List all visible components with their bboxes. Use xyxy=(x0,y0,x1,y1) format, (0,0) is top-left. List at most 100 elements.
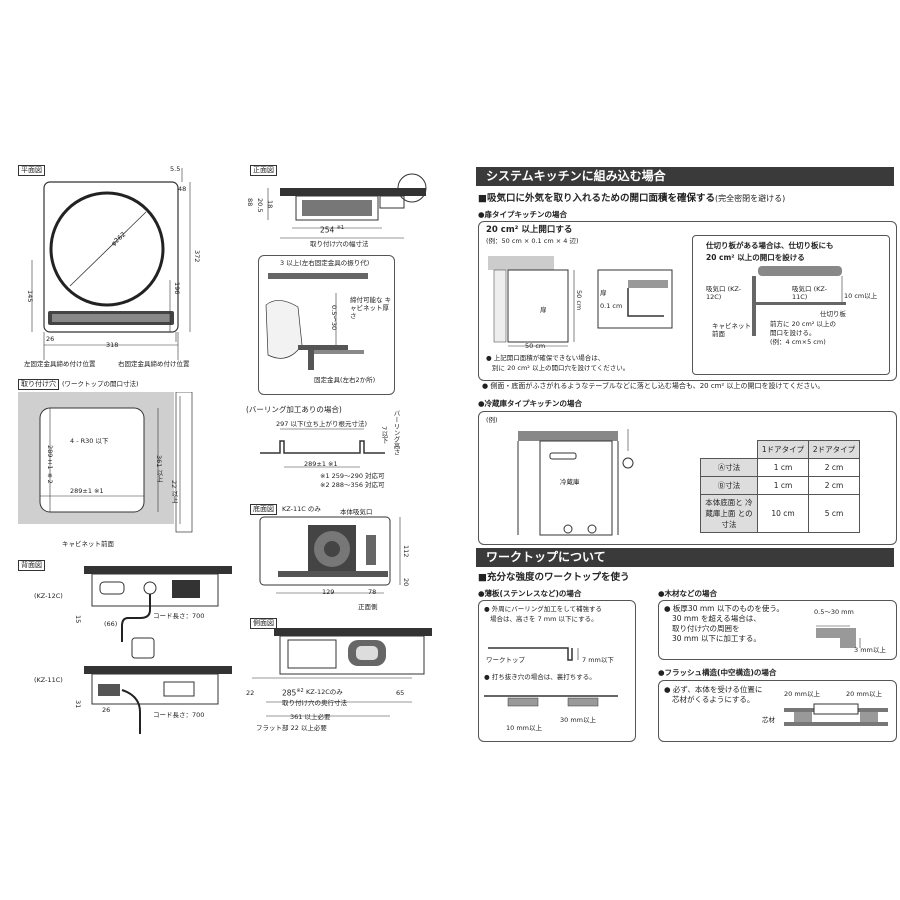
bottom-view-drawing xyxy=(259,516,401,594)
side-depth: 取り付け穴の奥行寸法 xyxy=(282,699,347,707)
partition-cab-front: キャビネット 前面 xyxy=(712,322,751,338)
detail-drawing xyxy=(265,273,368,370)
table-cell: 10 cm xyxy=(757,494,809,533)
right-fix-label: 右固定金具締め付け位置 xyxy=(118,360,190,368)
hole-title: (ワークトップの開口寸法) xyxy=(62,380,139,388)
door-type-title: ●扉タイプキッチンの場合 xyxy=(478,210,568,219)
dim-88: 88 xyxy=(246,198,254,207)
partition-box xyxy=(692,235,890,375)
door-note2: 別に 20 cm² 以上の開口穴を設けてください。 xyxy=(492,364,630,372)
flush-drawing xyxy=(784,703,888,726)
burring-drawing xyxy=(260,428,385,468)
table-row: 1ドアタイプ 2ドアタイプ xyxy=(701,440,860,459)
table-cell: 1 cm xyxy=(757,476,809,495)
detail-top-label: 3 以上(左右固定金具の振り代) xyxy=(280,259,370,267)
bottom-intake: 本体吸気口 xyxy=(340,508,373,516)
wood-l3: 取り付け穴の周囲を xyxy=(672,624,740,633)
table-cell: 2 cm xyxy=(808,458,860,477)
back-26: 26 xyxy=(102,706,111,714)
front-view-drawing xyxy=(267,173,427,239)
back-15: 15 xyxy=(74,615,82,624)
dim-254: 254 ※1 xyxy=(320,225,345,235)
side-door-gap: 0.1 cm xyxy=(600,302,623,310)
wood-l4: 30 mm 以下に加工する。 xyxy=(672,634,761,643)
burring-side: バーリング高さ xyxy=(392,410,400,456)
back-kz12-label: (KZ-12C) xyxy=(34,592,63,600)
door-example: (例：50 cm × 0.1 cm × 4 辺) xyxy=(486,237,579,245)
back-view-drawing xyxy=(84,566,232,734)
left-fix-label: 左固定金具締め付け位置 xyxy=(24,360,96,368)
door-main: 20 cm² 以上開口する xyxy=(486,225,573,235)
side-361: 361 以上必要 xyxy=(290,713,331,721)
thin-worktop: ワークトップ xyxy=(486,656,525,664)
flush-core: 芯材 xyxy=(762,716,775,724)
partition-d10: 10 cm以上 xyxy=(844,292,878,300)
bottom-78: 78 xyxy=(368,588,377,596)
side-flat: フラット部 22 以上必要 xyxy=(256,724,327,732)
table-cell: 1 cm xyxy=(757,458,809,477)
back-31: 31 xyxy=(74,700,82,709)
wood-d3: 3 mm以上 xyxy=(854,646,886,654)
banner-system-kitchen: システムキッチンに組み込む場合 xyxy=(476,167,894,186)
side-22: 22 xyxy=(246,689,255,697)
side-view-drawing xyxy=(252,628,432,717)
fitting-width-label: 取り付け穴の幅寸法 xyxy=(310,240,369,248)
hole-drawing xyxy=(18,392,193,533)
table-cell: 本体底面と 冷蔵庫上面 との寸法 xyxy=(700,494,758,533)
dim-18: 18 xyxy=(266,200,274,209)
thin-b1l2: 場合は、高さを 7 mm 以下にする。 xyxy=(490,615,598,623)
partition-drawing xyxy=(752,266,846,336)
detail-thickness: 締付可能な キャビネット厚さ xyxy=(350,296,392,320)
wood-box xyxy=(658,600,897,660)
wood-title: ●木材などの場合 xyxy=(658,589,718,598)
thin-d30: 30 mm以上 xyxy=(560,716,597,724)
hole-289-v: 289±1 ※2 xyxy=(46,445,54,484)
heading-worktop: ■充分な強度のワークトップを使う xyxy=(478,572,630,583)
bullet-side-bottom: ● 側面・底面がふさがれるようなテーブルなどに落とし込む場合も、20 cm² 以… xyxy=(482,382,825,390)
table-cell: 5 cm xyxy=(808,494,860,533)
table-cell xyxy=(701,441,758,459)
flush-d20b: 20 mm以上 xyxy=(846,690,883,698)
side-kz: KZ-12Cのみ xyxy=(306,688,343,696)
plan-view-drawing xyxy=(31,168,191,360)
partition-label: 仕切り板 xyxy=(820,310,846,318)
door-note1: ● 上記開口面積が確保できない場合は、 xyxy=(486,354,605,362)
plan-view-tag: 平面図 xyxy=(18,165,45,176)
table-header: 2ドアタイプ xyxy=(808,440,860,459)
dim-196: 196 xyxy=(173,282,181,295)
thin-box xyxy=(478,600,636,742)
thin-drawing xyxy=(484,647,618,707)
thin-b1l1: ● 外周にバーリング加工をして補強する xyxy=(484,605,603,613)
thin-d7: 7 mm以下 xyxy=(582,656,614,664)
side-285: 285※2 xyxy=(282,688,304,698)
fridge-title: ●冷蔵庫タイプキッチンの場合 xyxy=(478,399,583,408)
partition-title1: 仕切り板がある場合は、仕切り板にも xyxy=(706,241,834,250)
burring-7: 7以下 xyxy=(380,426,388,444)
burner-circle xyxy=(49,191,165,307)
dim-372: 372 xyxy=(193,250,201,263)
burring-297: 297 以下(立ち上がり根元寸法) xyxy=(276,420,368,428)
back-cord1: コード長さ：700 xyxy=(153,612,205,620)
bottom-20: 20 xyxy=(402,578,410,587)
flush-title: ●フラッシュ構造(中空構造)の場合 xyxy=(658,668,777,677)
burring-289: 289±1 ※1 xyxy=(304,460,338,468)
wood-l2: 30 mm を超える場合は、 xyxy=(672,614,761,623)
table-cell: Ⓐ寸法 xyxy=(700,458,758,477)
hole-361: 361 以上 xyxy=(155,455,163,483)
dim-26: 26 xyxy=(46,335,55,343)
detail-box xyxy=(258,255,395,395)
dim-5-5: 5.5 xyxy=(170,165,181,173)
detail-bracket: 固定金具(左右2か所) xyxy=(314,376,376,384)
bottom-view-tag: 底面図 xyxy=(250,504,277,515)
burring-title: (バーリング加工ありの場合) xyxy=(246,405,342,414)
door-50-v: 50 cm xyxy=(575,290,583,311)
thin-title: ●薄板(ステンレスなど)の場合 xyxy=(478,589,582,598)
back-view-tag: 背面図 xyxy=(18,560,45,571)
table-header: 1ドアタイプ xyxy=(757,440,809,459)
thin-d10: 10 mm以上 xyxy=(506,724,543,732)
partition-front3: (例：4 cm×5 cm) xyxy=(770,338,826,346)
dim-145: 145 xyxy=(26,290,34,303)
wood-range: 0.5〜30 mm xyxy=(814,608,854,616)
hole-289-h: 289±1 ※1 xyxy=(70,487,104,495)
fridge-label: 冷蔵庫 xyxy=(560,478,580,486)
